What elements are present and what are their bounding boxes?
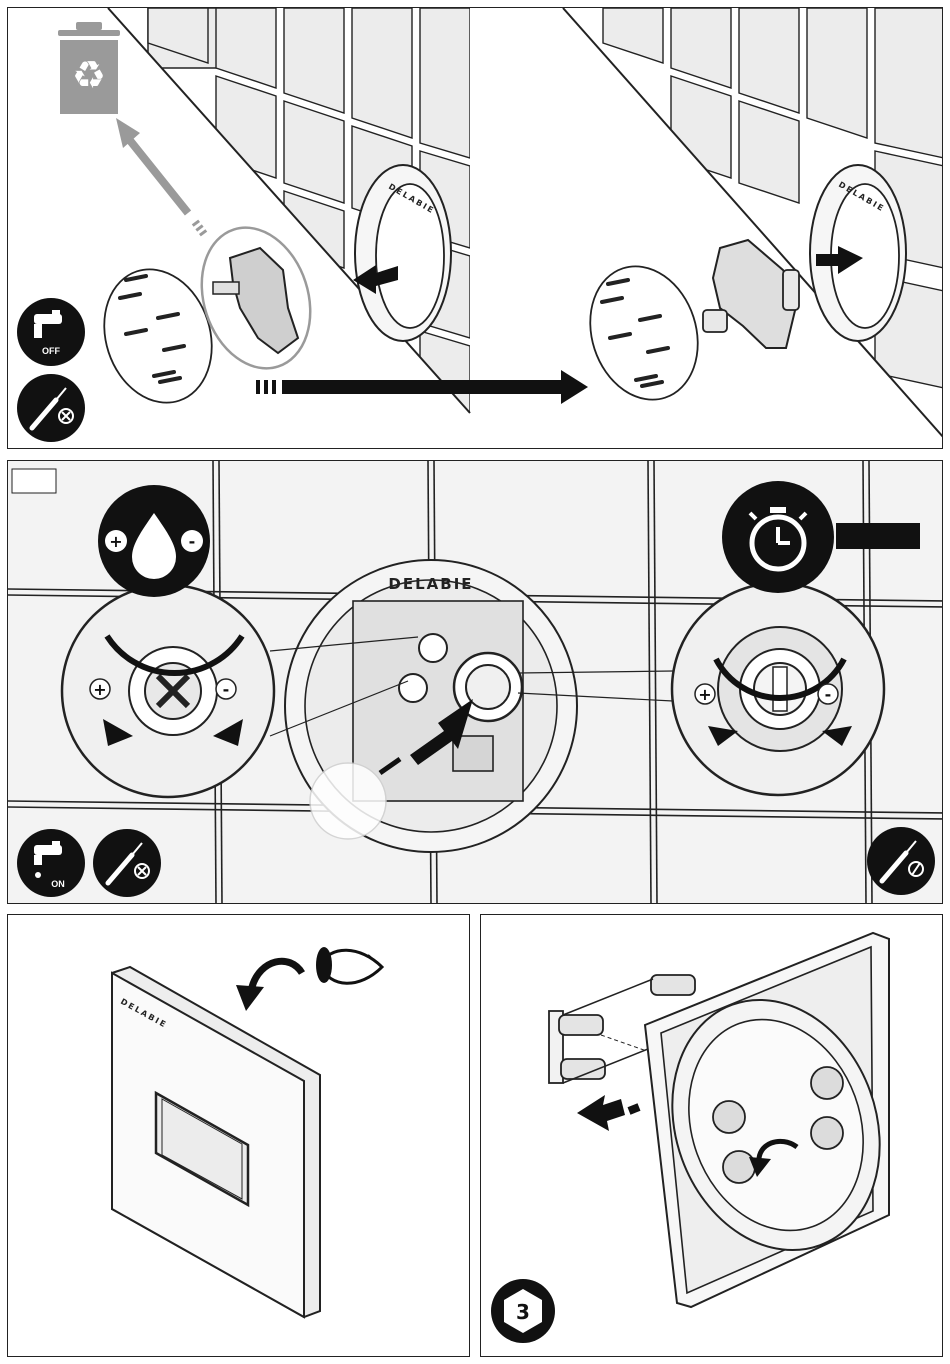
timing-minus-label: - [825,685,832,704]
stopwatch-icon [722,481,920,593]
discard-arrow-icon [116,118,204,234]
water-drop-icon: + - [98,485,210,597]
hex-step-badge-icon: 3 [491,1279,555,1343]
step-panel-adjust-flow-timing: DELABIE [7,460,943,904]
water-off-label: OFF [42,346,60,356]
curved-arrow-icon [236,961,302,1011]
no-screwdriver-icon [17,374,85,442]
mounting-ring-right: DELABIE [810,165,906,341]
screwdriver-icon [867,827,935,895]
brand-text-ring: DELABIE [388,575,473,593]
step-number: 3 [516,1300,530,1324]
cover-plate: DELABIE [112,967,320,1317]
svg-text:-: - [189,532,196,551]
no-screwdriver-icon [93,829,161,897]
faucet-off-icon: OFF [17,298,85,366]
timing-adjust-zoom: + - [672,583,884,795]
svg-text:♻: ♻ [72,53,106,97]
water-on-label: ON [51,879,65,889]
timing-plus-label: + [698,685,711,704]
step-panel-cover-plate: DELABIE [7,914,470,1357]
new-cartridge [703,240,799,348]
faucet-on-icon: ON [17,829,85,897]
screws-group-right [574,252,715,413]
flow-plus-label: + [93,680,106,699]
flow-adjust-zoom: + - [62,585,274,797]
mounting-ring-left: DELABIE [353,165,451,341]
svg-text:+: + [109,532,122,551]
arrow-right-icon [256,370,588,404]
valve-body-center: DELABIE [285,560,577,852]
flow-minus-label: - [223,680,230,699]
eye-icon [316,947,382,983]
step-panel-remove-cartridge: ♻ [7,7,943,449]
step-panel-fix-plate: 3 [480,914,943,1357]
arrow-left-icon [577,1095,639,1131]
recycle-bin-icon: ♻ [58,22,120,114]
